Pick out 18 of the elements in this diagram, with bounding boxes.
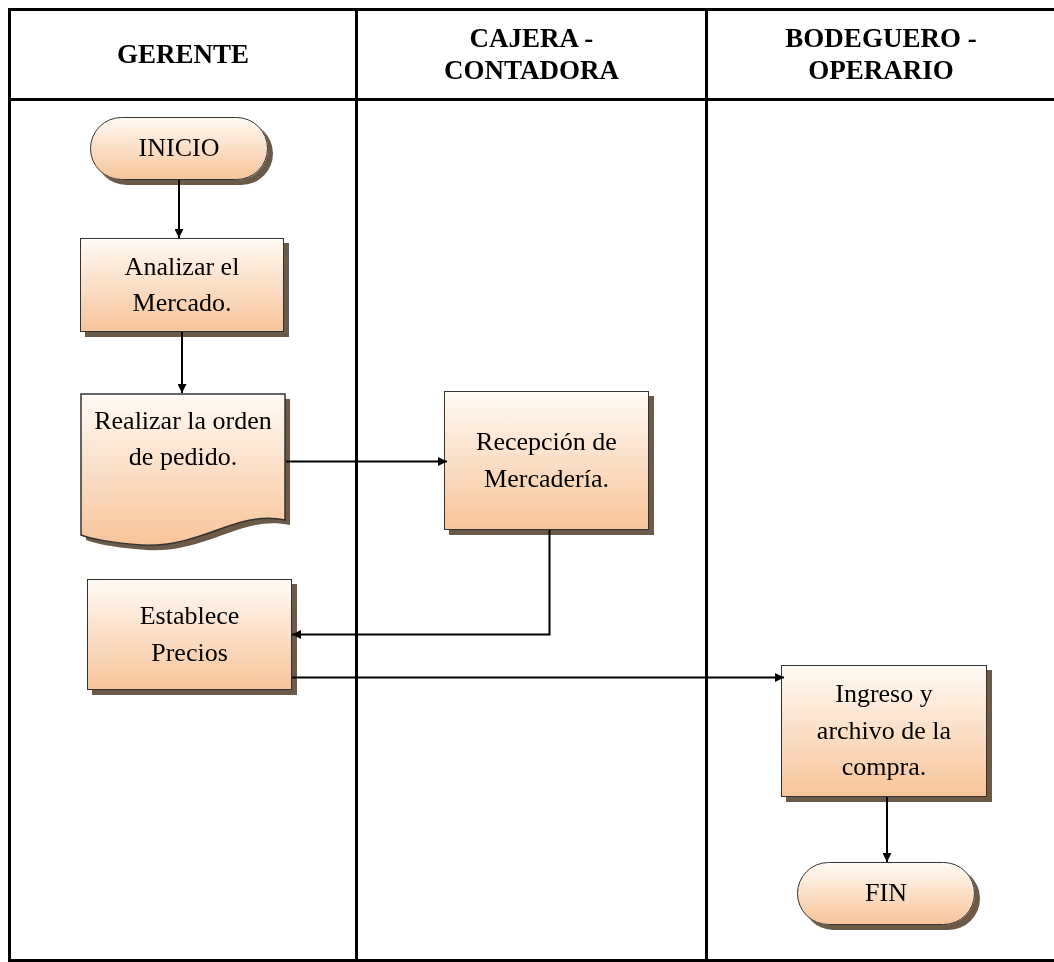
arrow <box>177 331 187 394</box>
arrow <box>174 179 184 239</box>
node-label: INICIO <box>137 132 221 165</box>
arrow <box>285 457 448 466</box>
arrow <box>291 529 551 639</box>
lane-header: CAJERA - CONTADORA <box>358 11 705 101</box>
node-label: Establece Precios <box>138 600 241 669</box>
swimlane-column <box>705 8 1054 962</box>
node-label: Ingreso y archivo de la compra. <box>815 678 953 784</box>
node-label: Analizar el Mercado. <box>123 250 241 319</box>
swimlane-column <box>355 8 708 962</box>
swimlane-column <box>8 8 358 962</box>
arrow <box>882 796 892 863</box>
lane-header: BODEGUERO - OPERARIO <box>708 11 1054 101</box>
node-label: FIN <box>864 877 908 910</box>
lane-header: GERENTE <box>11 11 355 101</box>
arrow <box>291 673 785 682</box>
node-label: Recepción de Mercadería. <box>475 426 618 495</box>
